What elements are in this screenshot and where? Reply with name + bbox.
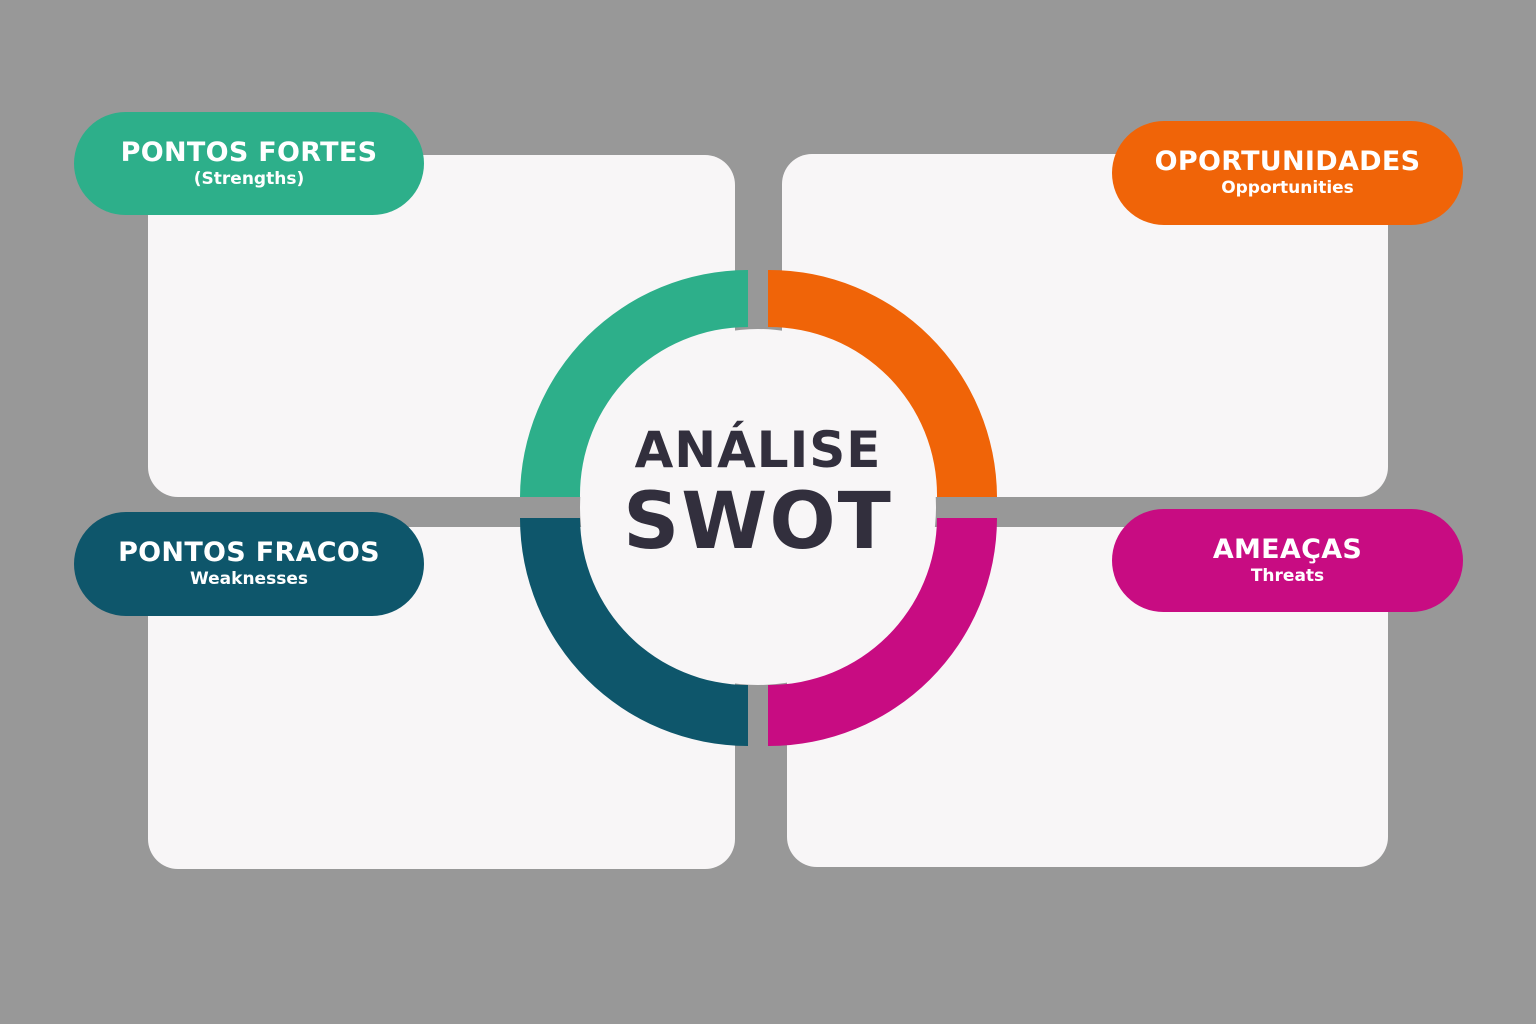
weaknesses-label: PONTOS FRACOS Weaknesses <box>74 512 424 616</box>
center-title: ANÁLISE SWOT <box>578 420 938 564</box>
opportunities-subtitle: Opportunities <box>1221 178 1354 198</box>
strengths-label: PONTOS FORTES (Strengths) <box>74 112 424 215</box>
threats-title: AMEAÇAS <box>1212 533 1363 565</box>
threats-label: AMEAÇAS Threats <box>1112 509 1463 612</box>
center-title-line1: ANÁLISE <box>634 421 882 479</box>
strengths-title: PONTOS FORTES <box>120 136 378 168</box>
threats-arc <box>768 518 997 747</box>
opportunities-title: OPORTUNIDADES <box>1154 146 1421 177</box>
weaknesses-arc <box>520 518 748 746</box>
opportunities-label: OPORTUNIDADES Opportunities <box>1112 121 1463 225</box>
opportunities-arc <box>768 269 997 497</box>
center-disc <box>580 329 936 685</box>
threats-subtitle: Threats <box>1250 565 1325 586</box>
center-title-line2: SWOT <box>623 477 893 567</box>
strengths-subtitle: (Strengths) <box>193 168 305 189</box>
weaknesses-subtitle: Weaknesses <box>190 569 308 589</box>
strengths-arc <box>520 270 748 497</box>
weaknesses-title: PONTOS FRACOS <box>118 537 380 568</box>
